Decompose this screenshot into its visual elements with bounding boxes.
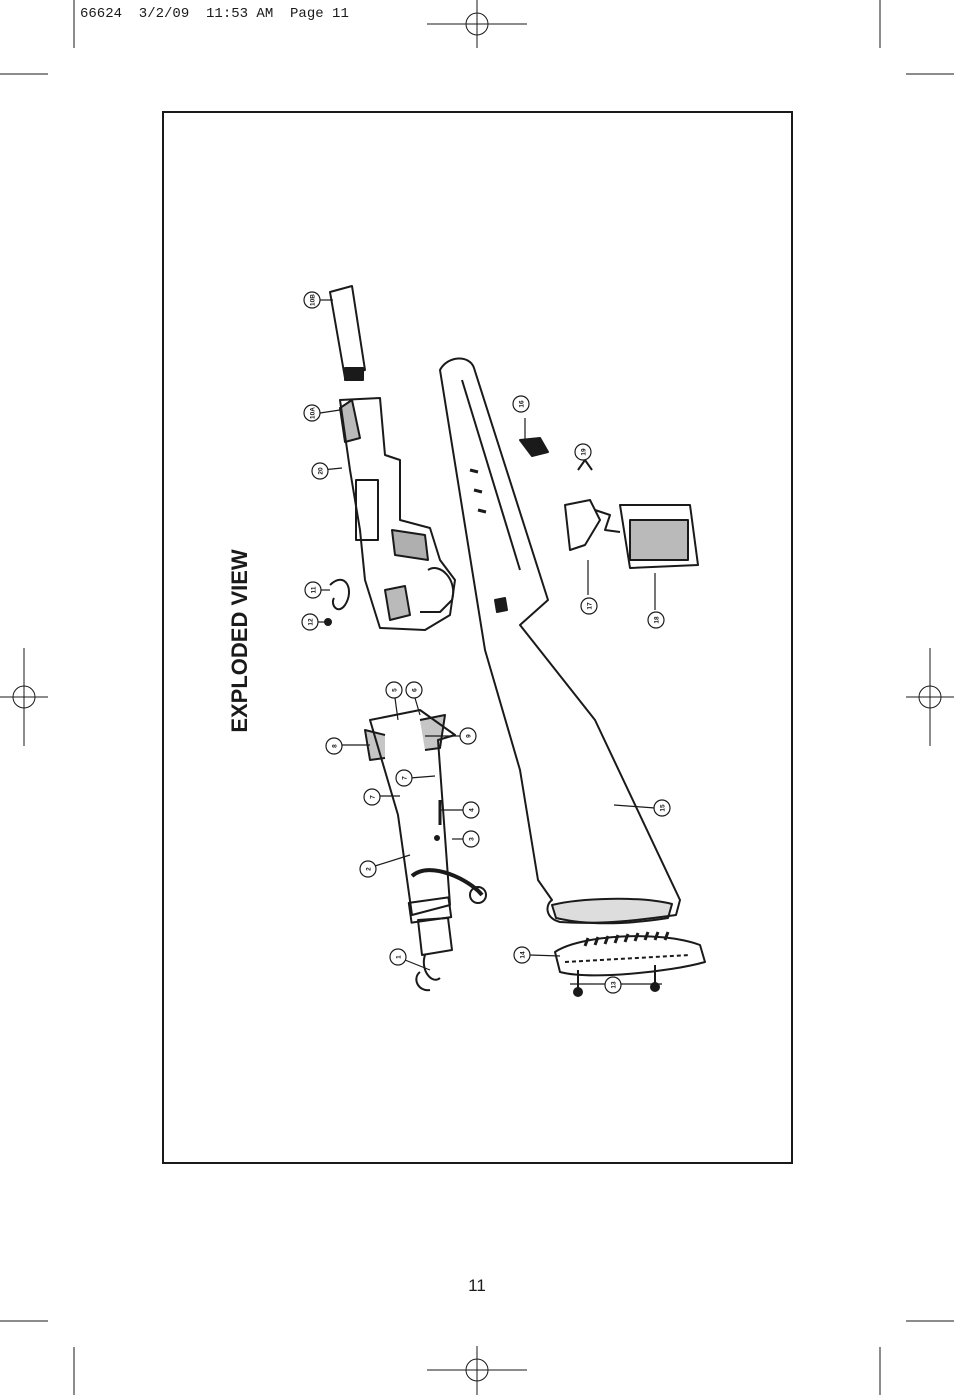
callout-label: 10B xyxy=(310,294,317,306)
callout-label: 7 xyxy=(402,776,409,780)
stock-outline xyxy=(439,357,681,924)
callout-label: 9 xyxy=(466,734,473,738)
callout-12 xyxy=(301,613,319,631)
callout-17 xyxy=(580,597,598,615)
callout-label: 7 xyxy=(370,795,377,799)
callout-label: 8 xyxy=(332,744,339,748)
callout-9 xyxy=(459,727,477,745)
callout-7b xyxy=(363,788,381,806)
callout-label: 5 xyxy=(392,688,399,692)
action-housing xyxy=(339,397,456,631)
callout-7a xyxy=(395,769,413,787)
magazine-follower xyxy=(564,499,601,551)
callout-label: 10A xyxy=(310,407,317,419)
callout-2 xyxy=(359,860,377,878)
callout-5 xyxy=(385,681,403,699)
stock-butt-plate-seat xyxy=(551,897,673,925)
callout-label: 11 xyxy=(311,586,318,593)
print-slug-line: 66624 3/2/09 11:53 AM Page 11 xyxy=(80,6,349,22)
callout-label: 15 xyxy=(660,804,667,812)
callout-label: 12 xyxy=(308,618,315,626)
callout-20 xyxy=(311,462,329,480)
callout-label: 19 xyxy=(581,448,588,456)
callout-label: 6 xyxy=(412,688,419,692)
bolt-handle xyxy=(410,868,484,897)
callout-label: 16 xyxy=(519,400,526,408)
callout-label: 14 xyxy=(520,951,527,959)
callout-label: 20 xyxy=(318,467,325,475)
callout-14 xyxy=(513,946,531,964)
callout-18 xyxy=(647,611,665,629)
callout-15 xyxy=(653,799,671,817)
callout-6 xyxy=(405,681,423,699)
callout-13 xyxy=(604,976,622,994)
callout-label: 18 xyxy=(654,616,661,624)
callout-11 xyxy=(304,581,322,599)
callout-10a xyxy=(303,404,321,422)
magazine-body xyxy=(619,504,699,569)
diagram-frame xyxy=(162,111,793,1164)
callout-10b xyxy=(303,291,321,309)
callout-label: 13 xyxy=(611,981,618,989)
page-number: 11 xyxy=(468,1276,486,1295)
callout-1 xyxy=(389,948,407,966)
callout-label: 2 xyxy=(366,867,373,871)
callout-label: 1 xyxy=(396,955,403,959)
callout-16 xyxy=(512,395,530,413)
callout-label: 4 xyxy=(469,808,476,812)
callout-19 xyxy=(574,443,592,461)
callout-label: 17 xyxy=(587,602,594,610)
bolt-cylinder xyxy=(329,285,366,379)
callout-3 xyxy=(462,830,480,848)
receiver-tube xyxy=(369,709,456,916)
callout-4 xyxy=(462,801,480,819)
butt-plate xyxy=(554,935,706,977)
callout-8 xyxy=(325,737,343,755)
callout-label: 3 xyxy=(469,837,476,841)
